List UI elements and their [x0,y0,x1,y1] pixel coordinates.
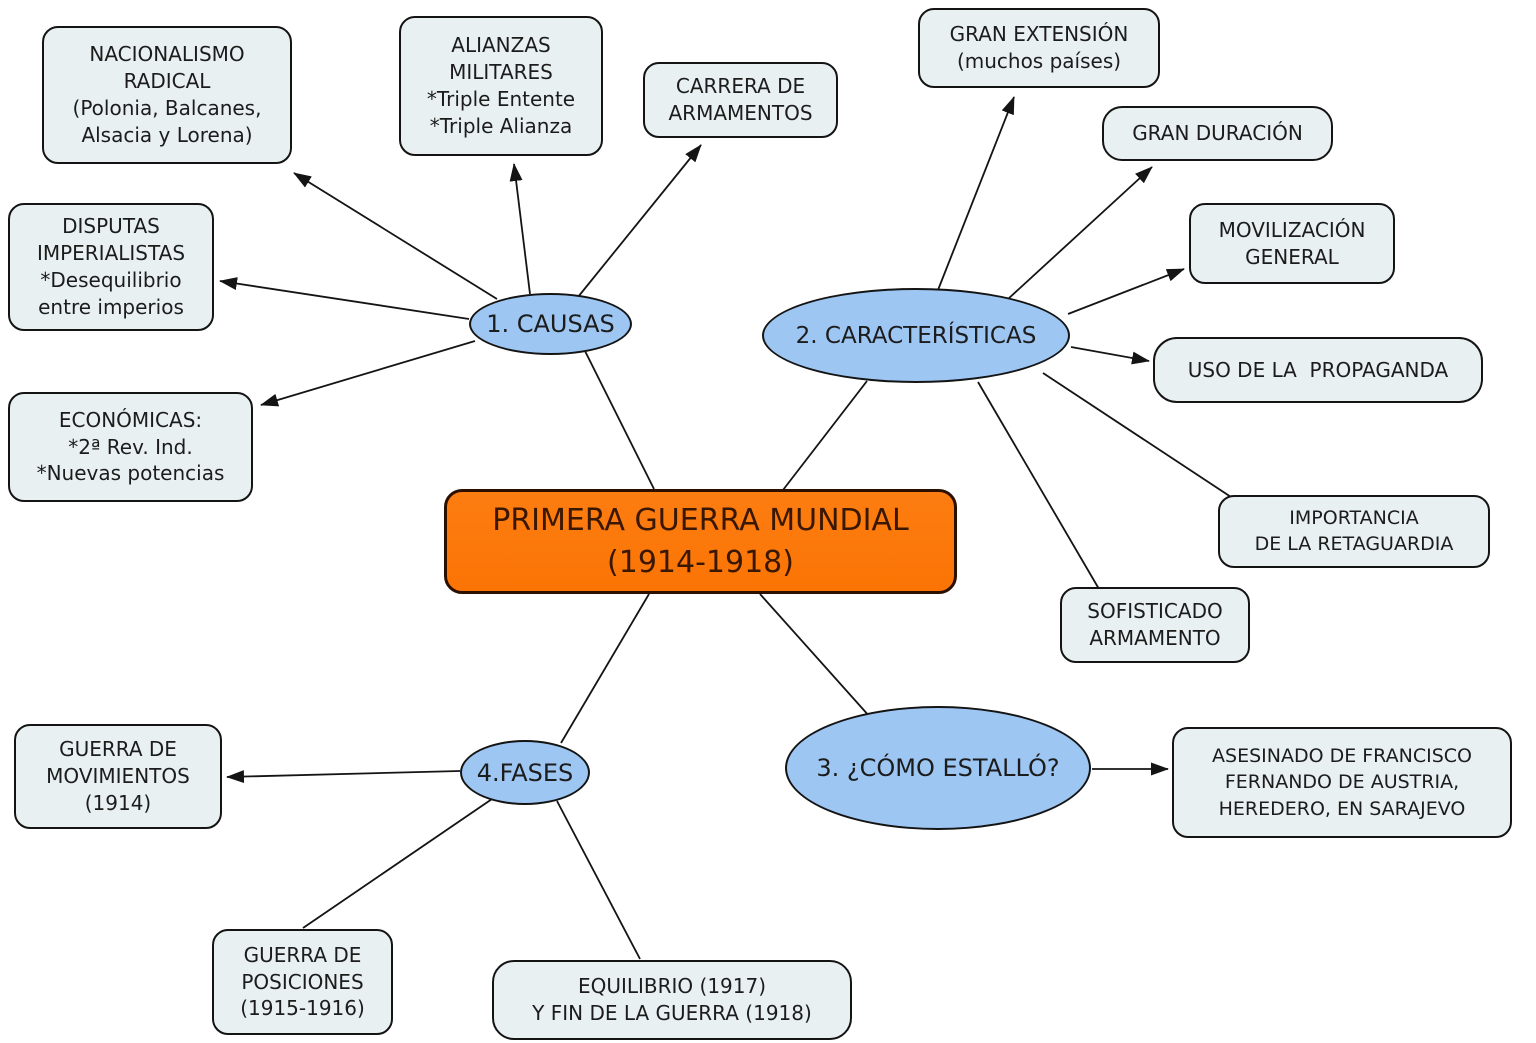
connector-caract-movilizacion [1067,268,1185,315]
node-como-estallo-label: 3. ¿CÓMO ESTALLÓ? [816,754,1060,782]
connector-causas-alianzas [509,163,531,295]
node-primera-guerra-mundial: PRIMERA GUERRA MUNDIAL(1914-1918) [444,489,957,594]
connector-causas-carrera [577,144,702,298]
connector-causas-centro [584,350,655,490]
node-como-estallo: 3. ¿CÓMO ESTALLÓ? [785,706,1091,830]
node-gran-extension: GRAN EXTENSIÓN(muchos países) [918,8,1160,88]
node-fases-label: 4.FASES [476,758,574,787]
connector-caract-duracion [1007,166,1153,300]
connector-caract-sofisticado [977,381,1100,590]
node-causas-label: 1. CAUSAS [486,310,615,338]
connector-caract-propaganda [1070,346,1150,365]
connector-causas-nacionalismo [293,172,498,300]
node-economicas: ECONÓMICAS:*2ª Rev. Ind.*Nuevas potencia… [8,392,253,502]
node-equilibrio-fin-guerra: EQUILIBRIO (1917)Y FIN DE LA GUERRA (191… [492,960,852,1040]
connector-caract-extension [937,96,1015,291]
node-fases: 4.FASES [460,740,590,805]
connector-fases-posiciones [302,798,493,929]
node-caracteristicas-label: 2. CARACTERÍSTICAS [795,322,1037,349]
node-caracteristicas: 2. CARACTERÍSTICAS [762,288,1070,383]
connector-causas-economicas [260,340,476,407]
node-causas: 1. CAUSAS [469,293,632,355]
connector-causas-disputas [219,277,470,320]
connector-centro-fases [560,593,650,744]
connector-caract-centro [782,380,868,491]
connector-centro-estallo [759,593,871,718]
connector-caract-importancia [1042,372,1232,498]
connector-fases-equilibrio [556,800,641,960]
node-uso-propaganda: USO DE LA PROPAGANDA [1153,337,1483,403]
connector-fases-movimientos [226,770,461,784]
node-gran-duracion: GRAN DURACIÓN [1102,106,1333,161]
